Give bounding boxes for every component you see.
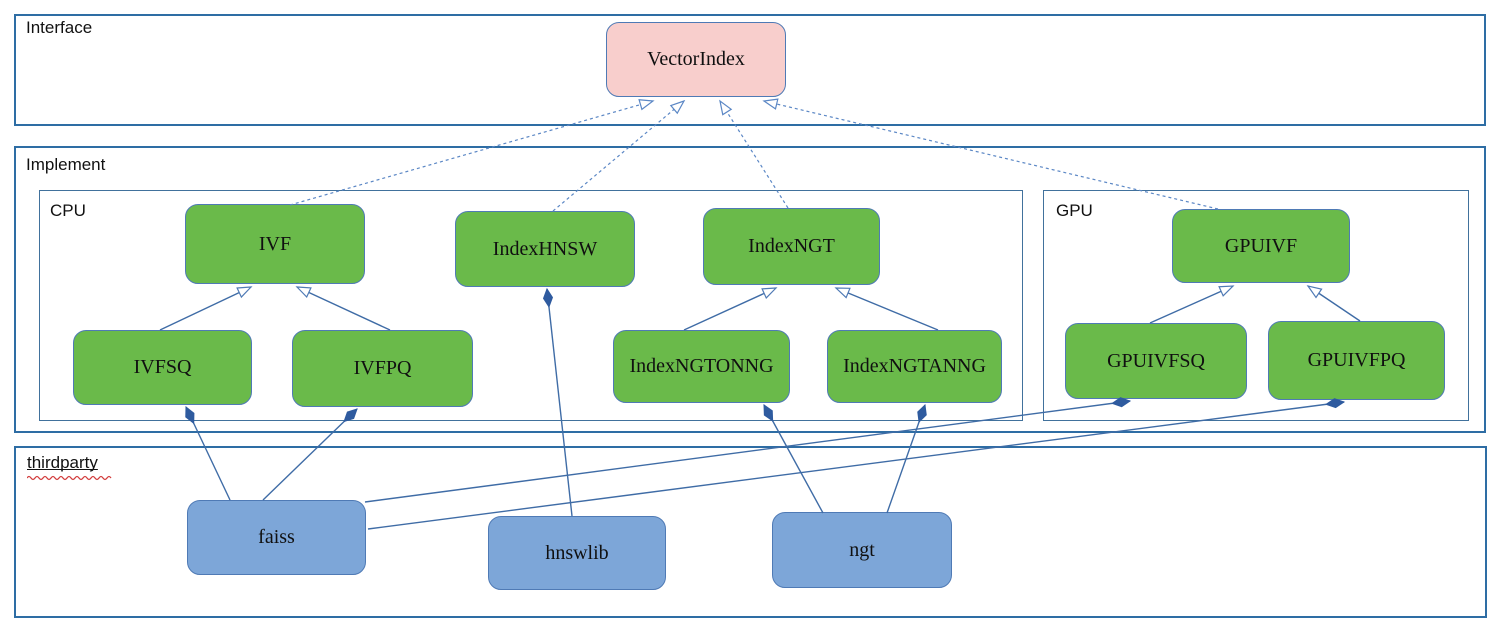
node-faiss: faiss [187, 500, 366, 575]
node-vectorindex: VectorIndex [606, 22, 786, 97]
node-indexngtonng: IndexNGTONNG [613, 330, 790, 403]
node-gpuivfsq: GPUIVFSQ [1065, 323, 1247, 399]
node-hnswlib: hnswlib [488, 516, 666, 590]
node-gpuivfsq-label: GPUIVFSQ [1107, 349, 1205, 372]
node-ivf: IVF [185, 204, 365, 284]
node-indexngt: IndexNGT [703, 208, 880, 285]
node-faiss-label: faiss [258, 526, 295, 548]
node-indexngtanng: IndexNGTANNG [827, 330, 1002, 403]
node-ivfsq: IVFSQ [73, 330, 252, 405]
node-ngt-label: ngt [849, 538, 875, 561]
node-ivfsq-label: IVFSQ [133, 356, 192, 378]
cpu-group-label: CPU [50, 201, 86, 220]
node-hnswlib-label: hnswlib [545, 541, 609, 564]
node-indexngtonng-label: IndexNGTONNG [629, 355, 774, 377]
node-ngt: ngt [772, 512, 952, 588]
node-indexngt-label: IndexNGT [748, 235, 835, 257]
node-ivfpq: IVFPQ [292, 330, 473, 407]
node-ivfpq-label: IVFPQ [353, 357, 412, 379]
node-gpuivf: GPUIVF [1172, 209, 1350, 283]
node-indexhnsw-label: IndexHNSW [492, 237, 598, 260]
gpu-group-label: GPU [1056, 201, 1093, 220]
node-gpuivfpq-label: GPUIVFPQ [1307, 349, 1406, 371]
spellcheck-squiggle [27, 475, 112, 481]
implement-group-label: Implement [26, 155, 106, 174]
thirdparty-group-label: thirdparty [27, 453, 112, 481]
node-gpuivf-label: GPUIVF [1224, 234, 1298, 257]
node-gpuivfpq: GPUIVFPQ [1268, 321, 1445, 400]
node-indexhnsw: IndexHNSW [455, 211, 635, 287]
node-ivf-label: IVF [258, 232, 292, 255]
node-indexngtanng-label: IndexNGTANNG [843, 355, 986, 377]
interface-group-label: Interface [26, 18, 93, 37]
thirdparty-group-label-text: thirdparty [27, 453, 98, 472]
node-vectorindex-label: VectorIndex [647, 48, 745, 70]
